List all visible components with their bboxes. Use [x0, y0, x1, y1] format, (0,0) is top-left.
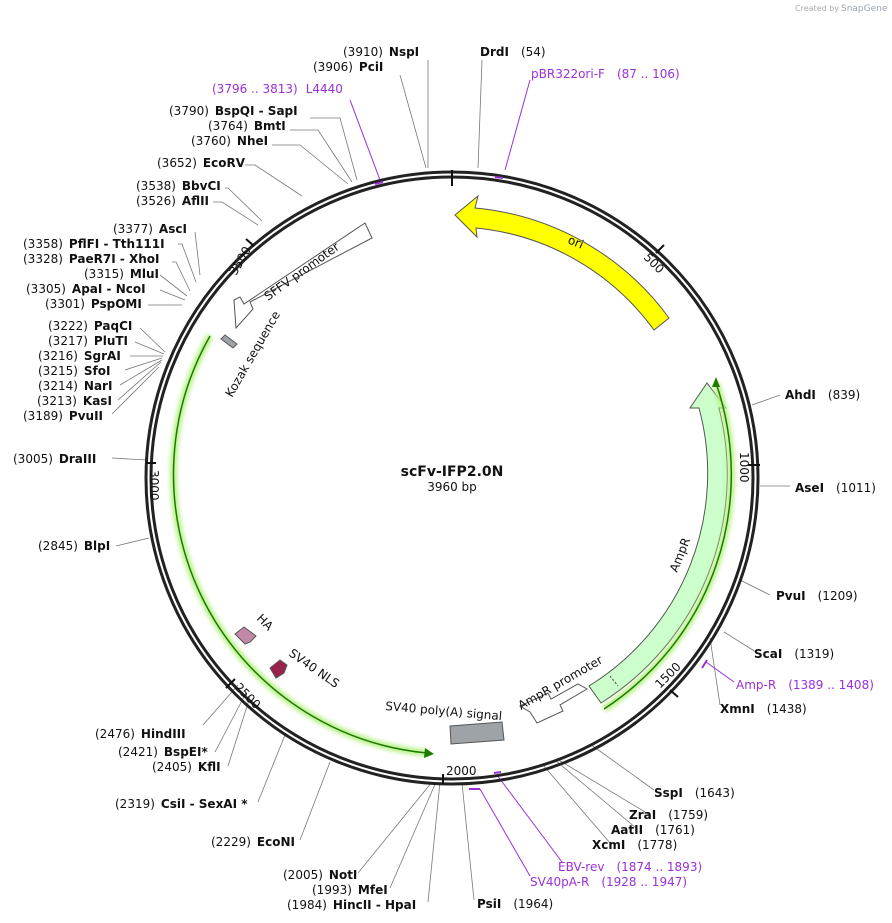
site-asei[interactable]: AseI(1011) — [795, 481, 876, 495]
site-noti[interactable]: (2005)NotI — [283, 868, 357, 882]
tick-2000: 2000 — [446, 764, 477, 778]
site-econi[interactable]: (2229)EcoNI — [211, 835, 295, 849]
site-draiii[interactable]: (3005)DraIII — [13, 452, 96, 466]
primer-marks — [374, 176, 708, 790]
site-ahdi[interactable]: AhdI(839) — [785, 388, 860, 402]
primer-pbr322ori-f[interactable]: pBR322ori-F(87 .. 106) — [531, 67, 680, 81]
site-blpi[interactable]: (2845)BlpI — [38, 539, 110, 553]
site-bmti[interactable]: (3764)BmtI — [208, 119, 286, 133]
sffv-promoter-label: SFFV promoter — [262, 240, 342, 304]
site-asci[interactable]: (3377)AscI — [113, 222, 187, 236]
ha-label: HA — [254, 611, 277, 634]
ori-label: ori — [566, 233, 586, 252]
site-ecorv[interactable]: (3652)EcoRV — [157, 156, 246, 170]
site-pspomi[interactable]: (3301)PspOMI — [45, 297, 142, 311]
svg-text:Created by: Created by — [795, 4, 839, 13]
site-bspei[interactable]: (2421)BspEI* — [118, 745, 208, 759]
site-labels: (3910)NspI (3906)PciI DrdI(54) (3790)Bsp… — [13, 45, 876, 912]
orf-arc-right — [602, 377, 735, 712]
site-paer7i[interactable]: (3328)PaeR7I - XhoI — [23, 252, 160, 266]
primer-leader-lines — [349, 79, 735, 877]
site-sgrai[interactable]: (3216)SgrAI — [38, 349, 121, 363]
site-aatii[interactable]: AatII(1761) — [611, 823, 695, 837]
site-pflfi[interactable]: (3358)PflFI - Tth111I — [23, 237, 165, 251]
ampr-feature[interactable]: AmpR — [588, 382, 728, 704]
site-drdi[interactable]: DrdI(54) — [480, 45, 546, 59]
primer-labels: (3796 .. 3813)L4440 pBR322ori-F(87 .. 10… — [212, 67, 874, 889]
plasmid-length: 3960 bp — [427, 480, 477, 494]
site-paqci[interactable]: (3222)PaqCI — [48, 319, 132, 333]
site-leader-lines — [111, 59, 790, 903]
ha-feature[interactable]: HA — [234, 611, 277, 645]
sv40-nls-feature[interactable]: SV40 NLS — [269, 646, 342, 691]
site-mlui[interactable]: (3315)MluI — [84, 267, 159, 281]
primer-l4440[interactable]: (3796 .. 3813)L4440 — [212, 82, 343, 96]
site-zrai[interactable]: ZraI(1759) — [629, 808, 708, 822]
site-hindiii[interactable]: (2476)HindIII — [95, 727, 186, 741]
site-bbvci[interactable]: (3538)BbvCI — [136, 179, 221, 193]
site-nari[interactable]: (3214)NarI — [38, 379, 112, 393]
site-pvuii[interactable]: (3189)PvuII — [23, 409, 103, 423]
site-hincii[interactable]: (1984)HincII - HpaI — [287, 898, 416, 912]
site-xmni[interactable]: XmnI(1438) — [720, 702, 807, 716]
tick-3500: 3500 — [226, 244, 253, 277]
site-psii[interactable]: PsiI(1964) — [477, 897, 553, 911]
tick-3000: 3000 — [147, 470, 161, 501]
primer-amp-r[interactable]: Amp-R(1389 .. 1408) — [736, 678, 874, 692]
primer-ebv-rev[interactable]: EBV-rev(1874 .. 1893) — [558, 860, 702, 874]
site-kfli[interactable]: (2405)KflI — [152, 760, 221, 774]
sffv-promoter-feature[interactable]: SFFV promoter — [233, 222, 373, 330]
site-sspi[interactable]: SspI(1643) — [654, 786, 735, 800]
site-xcmi[interactable]: XcmI(1778) — [592, 838, 677, 852]
tick-marks — [146, 238, 760, 784]
site-sfoi[interactable]: (3215)SfoI — [38, 364, 110, 378]
tick-1000: 1000 — [737, 452, 751, 483]
tick-500: 500 — [641, 250, 667, 276]
site-mfei[interactable]: (1993)MfeI — [312, 883, 388, 897]
site-nspi[interactable]: (3910)NspI — [343, 45, 419, 59]
plasmid-name: scFv-IFP2.0N — [401, 464, 504, 480]
kozak-feature[interactable]: Kozak sequence — [220, 309, 283, 400]
site-bspqi[interactable]: (3790)BspQI - SapI — [169, 104, 298, 118]
site-pvui[interactable]: PvuI(1209) — [776, 589, 858, 603]
sv40-polya-label: SV40 poly(A) signal — [385, 699, 503, 723]
site-pcii[interactable]: (3906)PciI — [313, 60, 383, 74]
site-pluti[interactable]: (3217)PluTI — [48, 334, 128, 348]
primer-sv40pa-r[interactable]: SV40pA-R(1928 .. 1947) — [530, 875, 687, 889]
site-apai[interactable]: (3305)ApaI - NcoI — [26, 282, 146, 296]
site-kasi[interactable]: (3213)KasI — [37, 394, 112, 408]
snapgene-watermark: Created by SnapGene — [795, 4, 888, 14]
site-csii[interactable]: (2319)CsiI - SexAI * — [115, 797, 248, 811]
site-scai[interactable]: ScaI(1319) — [754, 647, 834, 661]
sv40-polya-feature[interactable]: SV40 poly(A) signal — [385, 699, 505, 745]
svg-text:SnapGene: SnapGene — [841, 4, 888, 14]
site-aflii[interactable]: (3526)AflII — [136, 194, 209, 208]
sv40-nls-label: SV40 NLS — [286, 646, 342, 691]
site-nhei[interactable]: (3760)NheI — [191, 134, 268, 148]
ori-feature[interactable]: ori — [454, 194, 670, 331]
kozak-label: Kozak sequence — [222, 309, 283, 400]
orf-arc-left — [170, 334, 434, 758]
